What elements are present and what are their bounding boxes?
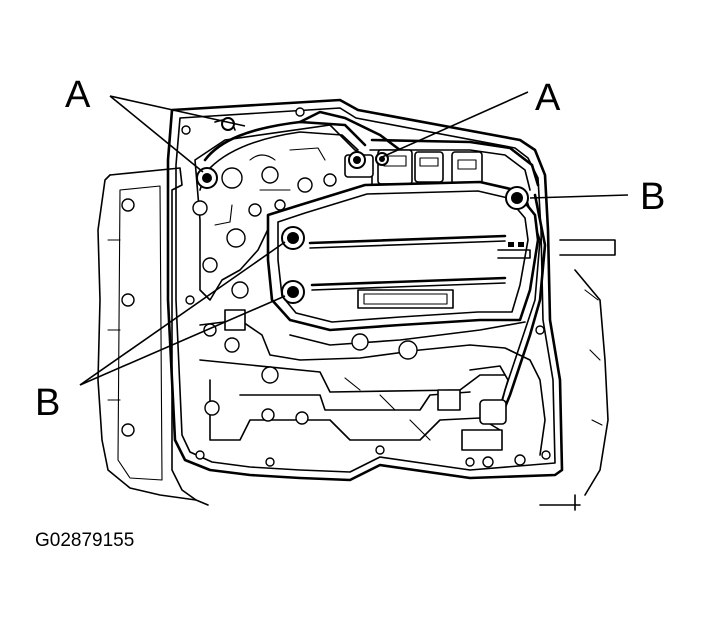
callout-b-right: B [640, 176, 665, 218]
transmission-case [97, 167, 616, 511]
bolt-a-left [196, 167, 218, 189]
bolt-b-upper-left [281, 226, 305, 250]
valve-body-upper [192, 124, 373, 301]
bolt-a-right [348, 151, 366, 169]
bolt-b-right [505, 186, 529, 210]
bolt-a-center [375, 152, 389, 166]
callout-b-left: B [35, 382, 60, 424]
figure-id: G02879155 [35, 530, 134, 551]
callout-a-left: A [65, 74, 91, 116]
solenoid-cover [266, 180, 540, 346]
valve-body-lower [199, 309, 546, 468]
callout-a-right: A [535, 77, 561, 119]
harness-connectors [344, 149, 483, 185]
pan-flange [166, 98, 564, 482]
leader-lines [79, 91, 629, 386]
bolt-b-lower-left [281, 280, 305, 304]
